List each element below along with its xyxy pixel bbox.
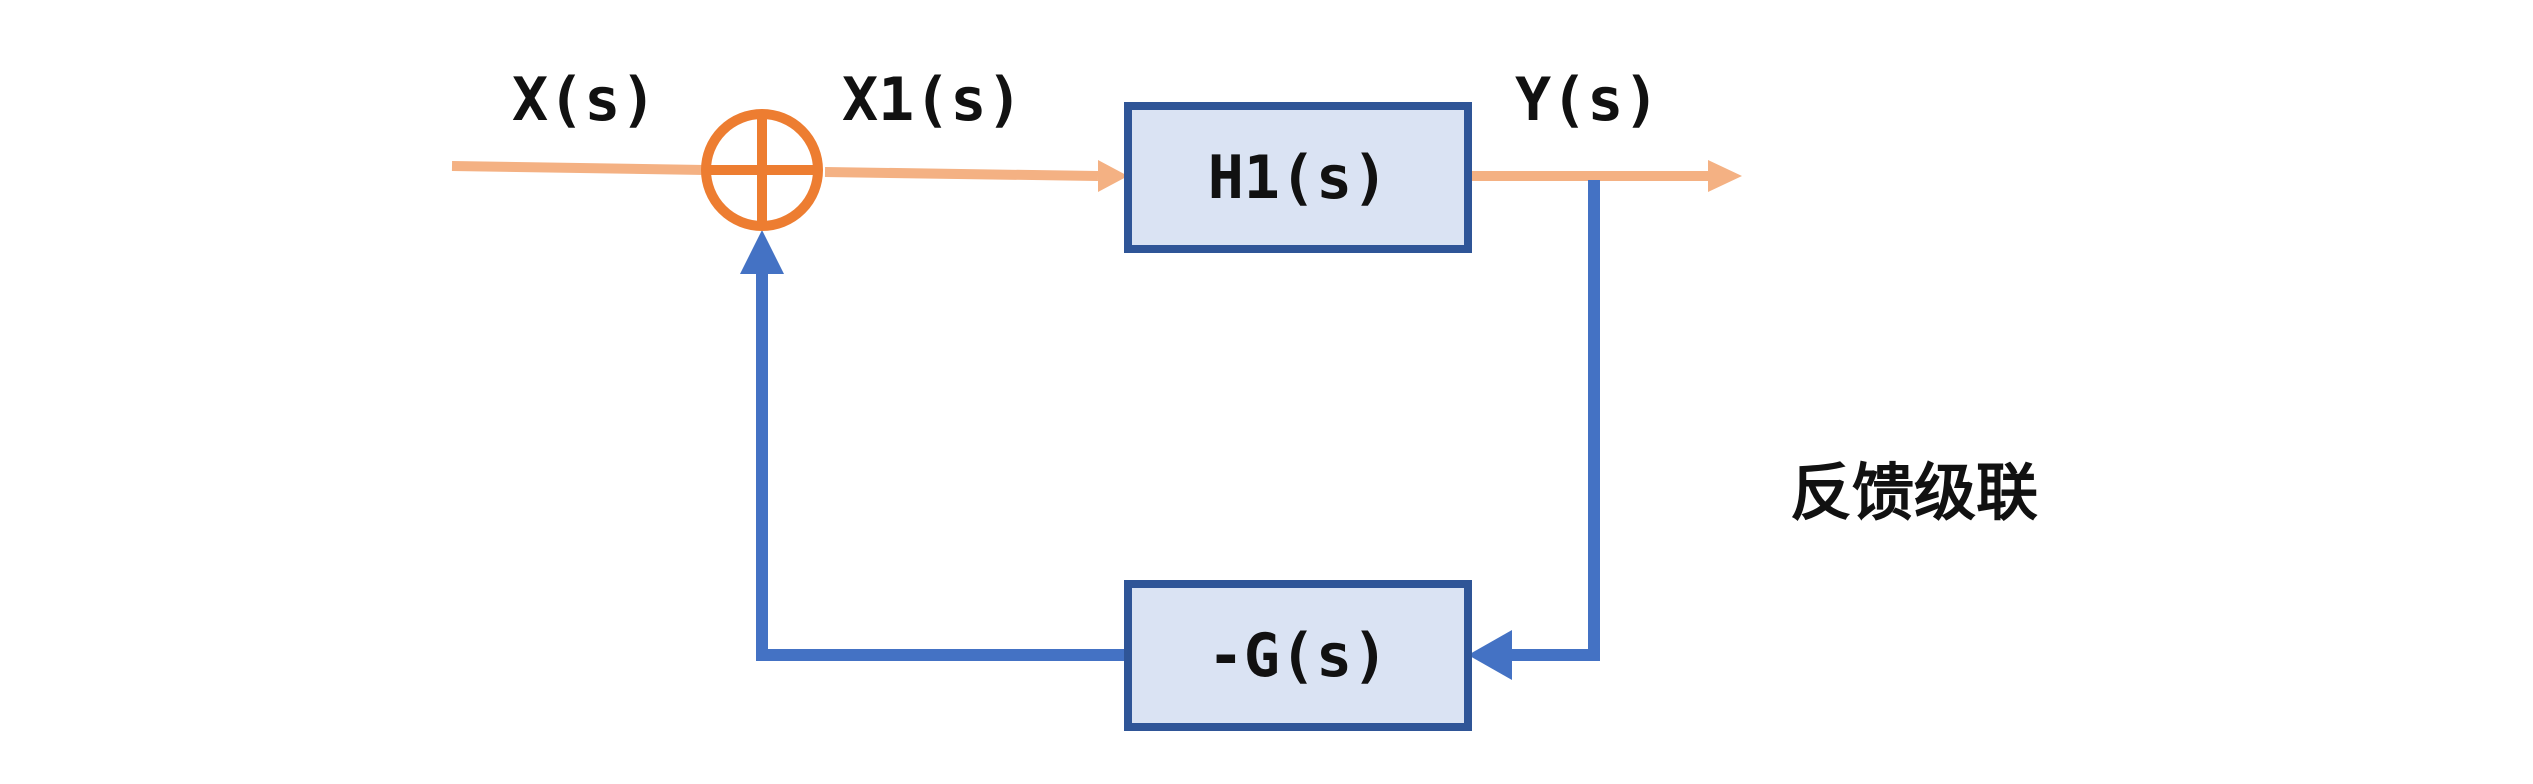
junction-feedback-arrowhead [740,230,784,274]
diagram-caption: 反馈级联 [1790,456,2039,529]
circle-plus-icon [701,109,823,231]
h1-block [1124,102,1472,253]
input-signal-label: X(s) [512,65,657,135]
intermediate-signal-label: X1(s) [842,65,1023,135]
g-block-label: -G(s) [1207,621,1389,691]
h1-input-arrowhead [1098,160,1128,192]
feedback-path-right [1510,180,1600,661]
input-line [451,161,706,175]
output-signal-label: Y(s) [1515,65,1660,135]
feedback-path-left [756,270,1128,661]
junction-to-h1-line [824,167,1099,181]
h1-block-label: H1(s) [1207,143,1389,213]
g-block [1124,580,1472,731]
feedback-block-input-arrowhead [1468,630,1512,680]
output-arrowhead [1708,160,1742,192]
